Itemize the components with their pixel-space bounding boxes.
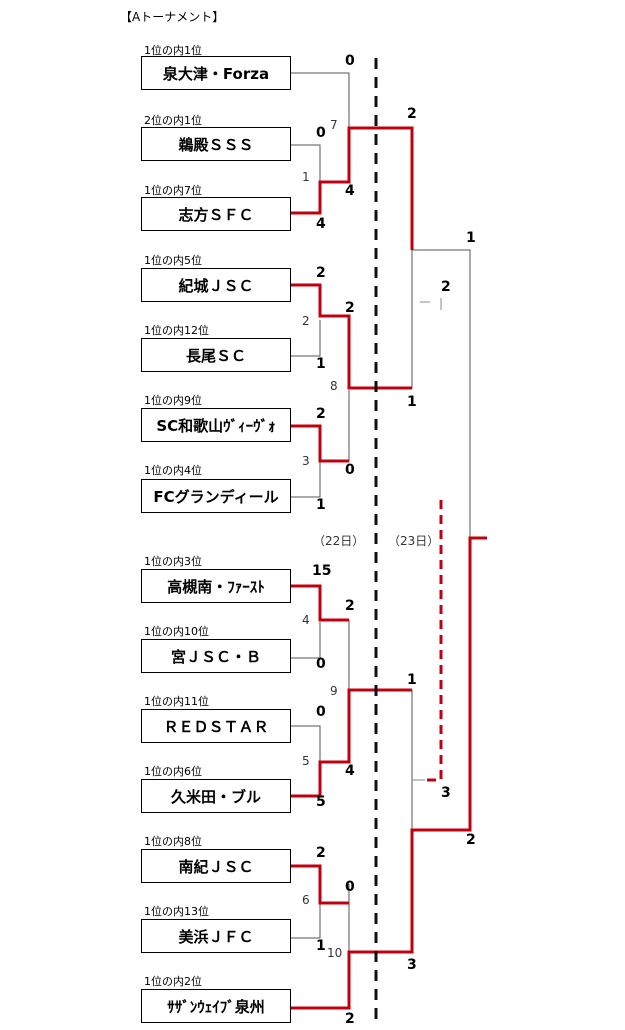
seed-label: 1位の内4位: [144, 464, 202, 477]
score: 5: [316, 794, 326, 810]
score: 2: [407, 106, 417, 122]
third-place-path: [425, 500, 443, 782]
tournament-title: 【Aトーナメント】: [120, 10, 225, 24]
team-box: 鵜殿ＳＳＳ: [141, 127, 291, 161]
score: 0: [316, 125, 326, 141]
seed-label: 1位の内12位: [144, 324, 209, 337]
team-box: 紀城ＪＳＣ: [141, 268, 291, 302]
team-box: ＲＥＤＳＴＡＲ: [141, 709, 291, 743]
score: 2: [441, 279, 451, 295]
team-box: 久米田・ブル: [141, 779, 291, 813]
seed-label: 1位の内9位: [144, 394, 202, 407]
team-box: 南紀ＪＳＣ: [141, 849, 291, 883]
seed-label: 1位の内7位: [144, 184, 202, 197]
bracket-line: [291, 903, 321, 939]
team-box: 美浜ＪＦＣ: [141, 919, 291, 953]
score: 15: [312, 563, 332, 579]
match-number: 10: [327, 946, 343, 960]
score: 0: [316, 656, 326, 672]
score: 0: [345, 462, 355, 478]
score: 1: [407, 672, 417, 688]
match-number: 4: [302, 613, 310, 627]
score: 0: [345, 879, 355, 895]
team-box: ｻｻﾞﾝｳｪｲﾌﾞ泉州: [141, 989, 291, 1023]
score: 4: [316, 216, 326, 232]
match-number: 2: [302, 314, 310, 328]
bracket-line: [291, 144, 321, 182]
score: 2: [316, 845, 326, 861]
bracket-line: [291, 320, 321, 357]
score: 2: [345, 1011, 355, 1027]
team-box: 志方ＳＦＣ: [141, 197, 291, 231]
score: 4: [345, 183, 355, 199]
bracket-line: [291, 725, 321, 762]
score: 2: [466, 832, 476, 848]
bracket-line: [291, 461, 321, 498]
winner-path: [291, 126, 414, 250]
winner-path: [291, 864, 349, 905]
score: 4: [345, 763, 355, 779]
seed-label: 1位の内8位: [144, 835, 202, 848]
score: 2: [316, 265, 326, 281]
seed-label: 1位の内3位: [144, 555, 202, 568]
seed-label: 1位の内2位: [144, 975, 202, 988]
match-number: 6: [302, 893, 310, 907]
bracket-line: [291, 72, 350, 128]
match-number: 8: [330, 379, 338, 393]
match-number: 9: [330, 684, 338, 698]
score: 1: [316, 497, 326, 513]
seed-label: 2位の内1位: [144, 114, 202, 127]
day-label: （23日）: [388, 534, 440, 548]
winner-path: [291, 424, 349, 463]
score: 1: [316, 356, 326, 372]
score: 1: [407, 394, 417, 410]
bracket-line: [349, 250, 413, 389]
match-number: 7: [330, 118, 338, 132]
day-label: （22日）: [313, 534, 365, 548]
seed-label: 1位の内11位: [144, 695, 209, 708]
match-number: 5: [302, 754, 310, 768]
winner-path: [291, 688, 412, 798]
winner-path: [291, 584, 349, 622]
score: 1: [316, 938, 326, 954]
seed-label: 1位の内6位: [144, 765, 202, 778]
bracket-line: [412, 249, 471, 538]
match-number: 1: [302, 170, 310, 184]
team-box: 長尾ＳＣ: [141, 338, 291, 372]
score: 0: [316, 704, 326, 720]
seed-label: 1位の内13位: [144, 905, 209, 918]
score: 2: [345, 598, 355, 614]
seed-label: 1位の内10位: [144, 625, 209, 638]
score: 0: [345, 53, 355, 69]
bracket-line: [412, 298, 442, 781]
team-box: 宮ＪＳＣ・Ｂ: [141, 639, 291, 673]
team-box: 泉大津・Forza: [141, 56, 291, 90]
winner-path: [291, 283, 412, 390]
score: 3: [441, 785, 451, 801]
team-box: FCグランディール: [141, 479, 291, 513]
match-number: 3: [302, 454, 310, 468]
score: 1: [466, 230, 476, 246]
bracket-line: [291, 622, 321, 659]
score: 2: [316, 406, 326, 422]
seed-label: 1位の内1位: [144, 44, 202, 57]
seed-label: 1位の内5位: [144, 254, 202, 267]
team-box: SC和歌山ｳﾞｨｰｳﾞｫ: [141, 408, 291, 442]
score: 3: [407, 957, 417, 973]
score: 2: [345, 300, 355, 316]
winner-path: [291, 536, 487, 1010]
team-box: 高槻南・ﾌｧｰｽﾄ: [141, 569, 291, 603]
